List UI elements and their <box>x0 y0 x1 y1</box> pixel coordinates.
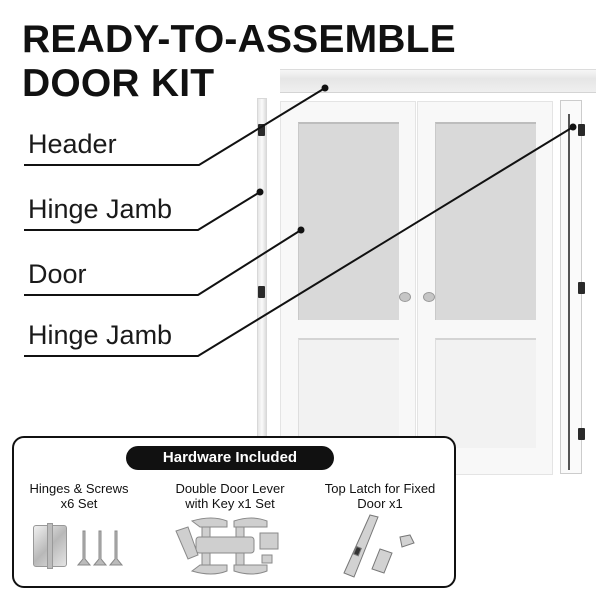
door-lever-set-icon <box>175 517 279 575</box>
door-leaf-right <box>417 101 553 475</box>
hinge-icon <box>258 124 265 136</box>
door-leaf-left <box>280 101 416 475</box>
hardware-item-hinges: Hinges & Screws x6 Set <box>29 481 129 511</box>
hinge-icon <box>258 286 265 298</box>
hinge-and-screws-icon <box>33 523 137 569</box>
hardware-item-latch: Top Latch for Fixed Door x1 <box>324 481 436 511</box>
door-glass-panel <box>298 122 399 320</box>
callout-door: Door <box>28 259 87 289</box>
top-latch-icon <box>343 514 415 578</box>
door-lower-panel <box>298 338 399 448</box>
hardware-heading: Hardware Included <box>126 446 334 470</box>
hardware-item-lever: Double Door Lever with Key x1 Set <box>175 481 285 511</box>
callout-hinge-jamb-left: Hinge Jamb <box>28 194 173 224</box>
hinge-icon <box>578 428 585 440</box>
header-piece <box>280 69 596 93</box>
door-handle-left <box>399 292 411 302</box>
hinge-icon <box>578 282 585 294</box>
door-handle-right <box>423 292 435 302</box>
page-title-line-2: DOOR KIT <box>22 62 215 105</box>
callout-hinge-jamb-right: Hinge Jamb <box>28 320 173 350</box>
door-glass-panel <box>435 122 536 320</box>
callout-header: Header <box>28 129 117 159</box>
hinge-icon <box>578 124 585 136</box>
page-title-line-1: READY-TO-ASSEMBLE <box>22 18 456 61</box>
right-jamb-edge <box>568 114 570 470</box>
door-lower-panel <box>435 338 536 448</box>
